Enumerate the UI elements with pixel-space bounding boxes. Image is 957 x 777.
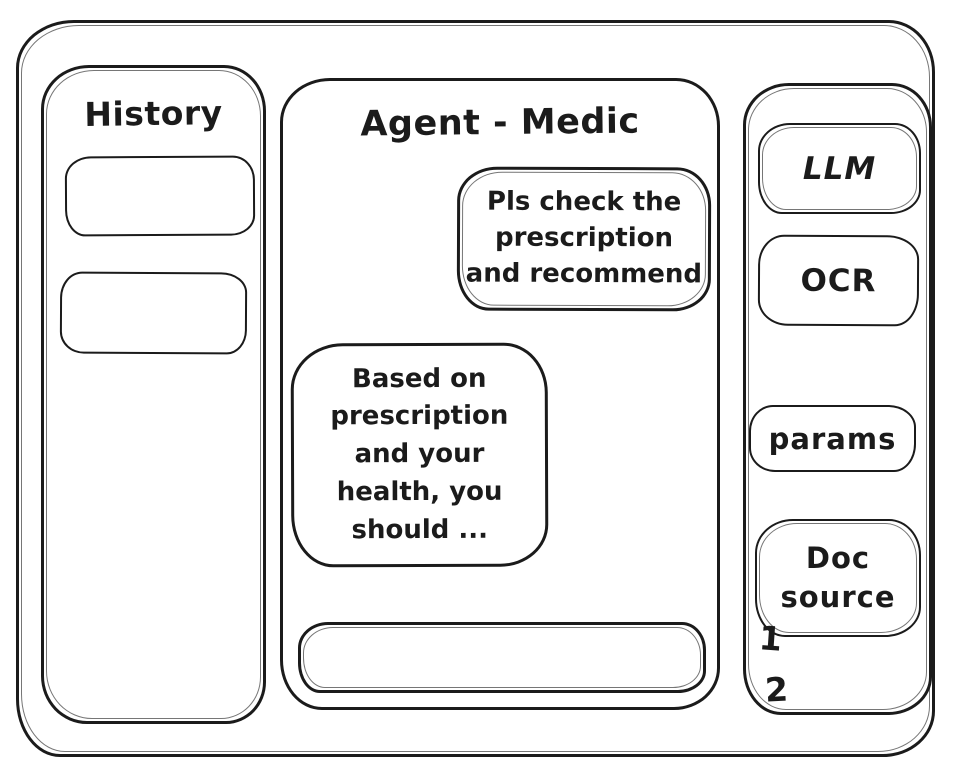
history-item[interactable] [64, 155, 256, 237]
message-input[interactable] [315, 629, 689, 686]
doc-source-item-2[interactable]: 2 [763, 669, 790, 710]
doc-source-button[interactable]: Doc source [755, 519, 921, 637]
message-input-bar[interactable] [298, 622, 706, 693]
llm-button-label: LLM [802, 150, 877, 187]
doc-source-item-1[interactable]: 1 [757, 618, 784, 659]
user-message-bubble: Pls check the prescription and recommend [456, 166, 712, 312]
chat-panel: Agent - Medic Pls check the prescription… [280, 78, 720, 710]
llm-button[interactable]: LLM [758, 123, 921, 214]
params-button[interactable]: params [749, 405, 916, 472]
ocr-button-label: OCR [800, 262, 877, 299]
chat-title: Agent - Medic [360, 101, 640, 145]
tools-panel: LLM OCR params Doc source 1 2 [743, 83, 932, 715]
agent-message-bubble: Based on prescription and your health, y… [290, 342, 549, 568]
history-title: History [84, 93, 223, 134]
app-window: History Agent - Medic Pls check the pres… [16, 20, 935, 757]
ocr-button[interactable]: OCR [757, 234, 920, 327]
history-item[interactable] [59, 271, 248, 355]
doc-source-button-label: Doc source [780, 540, 896, 614]
history-panel: History [41, 65, 266, 724]
params-button-label: params [768, 421, 897, 456]
